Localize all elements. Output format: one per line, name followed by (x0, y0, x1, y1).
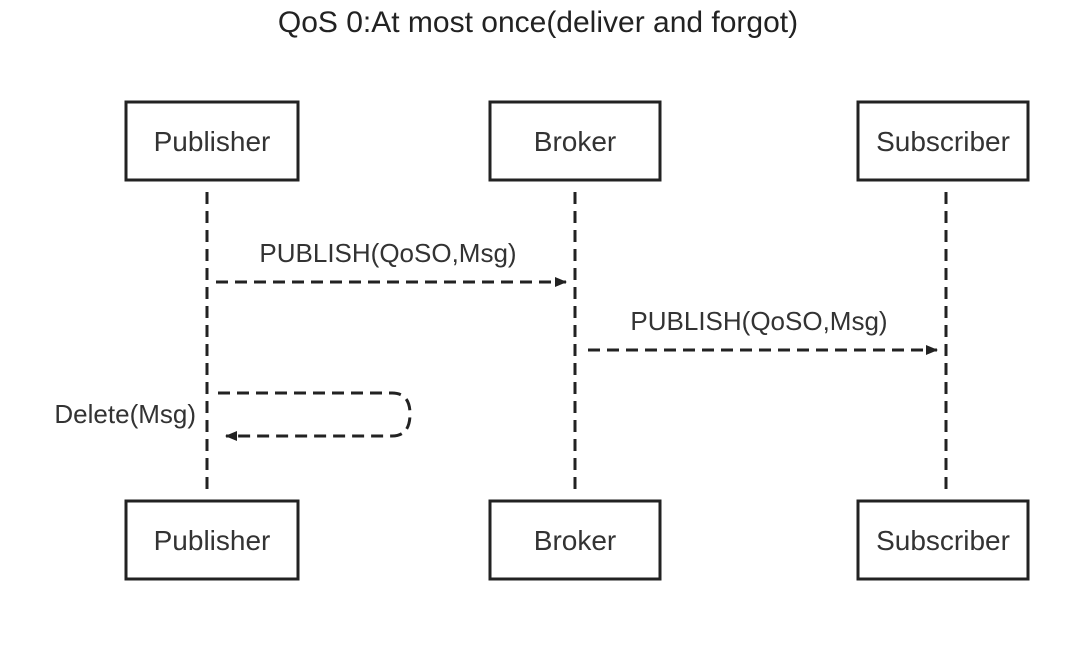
message-publish-to-broker: PUBLISH(QoSO,Msg) (216, 238, 567, 287)
participant-label: Publisher (154, 126, 271, 157)
participant-label: Subscriber (876, 126, 1010, 157)
participant-label: Broker (534, 525, 616, 556)
participant-publisher-bottom: Publisher (124, 499, 300, 581)
participant-label: Subscriber (876, 525, 1010, 556)
message-publish-to-subscriber: PUBLISH(QoSO,Msg) (588, 306, 938, 355)
participant-label: Broker (534, 126, 616, 157)
participant-label: Publisher (154, 525, 271, 556)
self-message-loop (218, 391, 412, 441)
participant-broker-bottom: Broker (488, 499, 662, 581)
participant-broker-top: Broker (488, 100, 662, 182)
message-label: PUBLISH(QoSO,Msg) (630, 306, 887, 336)
message-label: Delete(Msg) (54, 399, 196, 429)
message-label: PUBLISH(QoSO,Msg) (259, 238, 516, 268)
participant-subscriber-top: Subscriber (856, 100, 1030, 182)
message-delete-self: Delete(Msg) (54, 391, 412, 441)
diagram-title: QoS 0:At most once(deliver and forgot) (278, 6, 798, 39)
participant-subscriber-bottom: Subscriber (856, 499, 1030, 581)
participant-publisher-top: Publisher (124, 100, 300, 182)
